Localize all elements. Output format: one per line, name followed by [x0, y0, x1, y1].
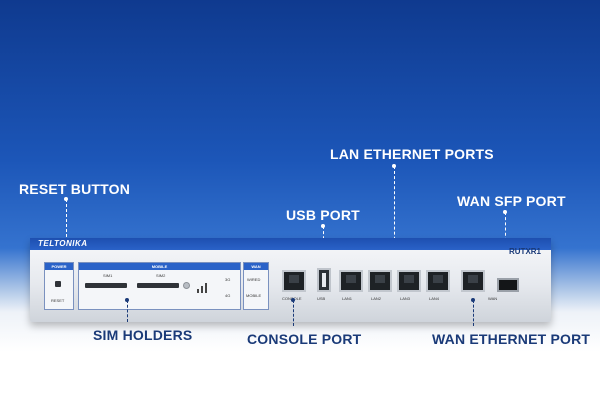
wan-ethernet-port-leader — [473, 300, 474, 326]
wan-ethernet-port-leader-dot — [471, 298, 475, 302]
power-panel-title: POWER — [45, 263, 73, 270]
mobile-panel-title: MOBILE — [79, 263, 240, 270]
lan3-port[interactable] — [397, 270, 421, 292]
lan2-port[interactable] — [368, 270, 392, 292]
wan-sfp-port[interactable] — [497, 278, 519, 292]
lan-ethernet-ports-leader — [394, 166, 395, 270]
sim1-label: SIM1 — [103, 273, 113, 278]
sim2-label: SIM2 — [156, 273, 166, 278]
signal-bar-2 — [201, 286, 203, 293]
wan-port-label: WAN — [488, 296, 498, 301]
wan-sfp-port-callout: WAN SFP PORT — [457, 193, 566, 209]
wan-ethernet-port-callout: WAN ETHERNET PORT — [432, 331, 591, 347]
console-port[interactable] — [282, 270, 306, 292]
lan4-port[interactable] — [426, 270, 450, 292]
console-port-leader-dot — [291, 298, 295, 302]
lan-ethernet-ports-callout: LAN ETHERNET PORTS — [330, 146, 494, 162]
router-device: TELTONIKA RUTXR1 POWER RESET MOBILE SIM1… — [30, 238, 551, 322]
usb-port[interactable] — [317, 268, 331, 292]
wan-panel-title: WAN — [244, 263, 268, 270]
brand-logo: TELTONIKA — [38, 239, 88, 248]
sim-holders-callout: SIM HOLDERS — [93, 327, 193, 343]
sim-screw — [183, 282, 190, 289]
lan1-port[interactable] — [339, 270, 363, 292]
wan-sfp-port-leader-dot — [503, 210, 507, 214]
3g-label: 3G — [225, 277, 231, 282]
sim1-holder[interactable] — [85, 283, 127, 288]
4g-label: 4G — [225, 293, 231, 298]
sim-holders-leader — [127, 300, 128, 322]
wan-ethernet-port[interactable] — [461, 270, 485, 292]
reset-button-callout: RESET BUTTON — [19, 181, 131, 197]
console-port-callout: CONSOLE PORT — [247, 331, 362, 347]
reset-button[interactable] — [55, 281, 61, 287]
sim2-holder[interactable] — [137, 283, 179, 288]
lan4-label: LAN4 — [429, 296, 440, 301]
wan-panel: WAN WIRED MOBILE — [243, 262, 269, 310]
mobile-panel: MOBILE SIM1 SIM2 3G 4G — [78, 262, 241, 310]
usb-port-leader-dot — [321, 224, 325, 228]
signal-bar-3 — [205, 283, 207, 293]
lan1-label: LAN1 — [342, 296, 353, 301]
signal-bar-1 — [197, 289, 199, 293]
lan3-label: LAN3 — [400, 296, 411, 301]
device-top-strip: TELTONIKA — [30, 238, 551, 250]
console-port-leader — [293, 300, 294, 326]
sim-holders-leader-dot — [125, 298, 129, 302]
reset-label: RESET — [51, 298, 65, 303]
model-label: RUTXR1 — [509, 247, 542, 256]
mobile-label: MOBILE — [246, 293, 262, 298]
power-panel: POWER RESET — [44, 262, 74, 310]
usb-port-label: USB — [317, 296, 326, 301]
lan-ethernet-ports-leader-dot — [392, 164, 396, 168]
reset-button-leader-dot — [64, 197, 68, 201]
usb-port-callout: USB PORT — [286, 207, 360, 223]
lan2-label: LAN2 — [371, 296, 382, 301]
wired-label: WIRED — [247, 277, 261, 282]
